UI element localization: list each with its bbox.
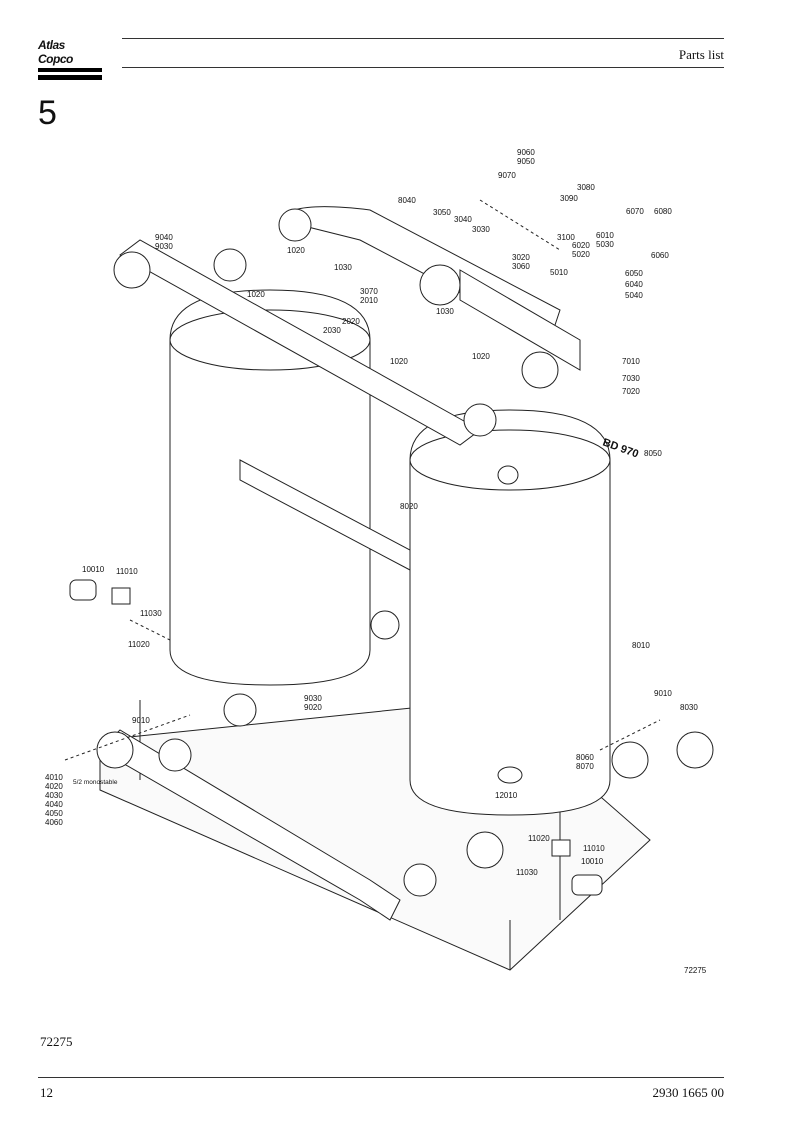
callout-8040: 8040 (398, 196, 416, 205)
callout-3030: 3030 (472, 225, 490, 234)
solenoid-left (111, 587, 131, 605)
callout-1030a: 1030 (334, 263, 352, 272)
bottom-pipe-left (99, 729, 401, 921)
callout-6080: 6080 (654, 207, 672, 216)
callout-9010a: 9010 (654, 689, 672, 698)
callout-11030b: 11030 (516, 868, 538, 877)
footer-rule (38, 1077, 724, 1078)
logo-text: Atlas Copco (38, 38, 73, 66)
silencer-left (69, 579, 97, 601)
callout-8010: 8010 (632, 641, 650, 650)
mode-note: 5/2 monostable (73, 779, 118, 786)
callout-11020a: 11020 (128, 640, 150, 649)
right-vessel (409, 409, 611, 816)
callout-1020a: 1020 (287, 246, 305, 255)
callout-3050: 3050 (433, 208, 451, 217)
callout-1020b: 1020 (247, 290, 265, 299)
drawing-number: 72275 (684, 966, 707, 975)
callout-1030b: 1030 (436, 307, 454, 316)
callout-9070: 9070 (498, 171, 516, 180)
section-number: 5 (38, 94, 57, 132)
callout-3100: 3100 (557, 233, 575, 242)
document-number: 2930 1665 00 (652, 1085, 725, 1100)
figure-reference: 72275 (40, 1034, 73, 1049)
callout-9010b: 9010 (132, 716, 150, 725)
logo-bar (38, 68, 102, 72)
callout-10010b: 10010 (581, 857, 604, 866)
callout-11020b: 11020 (528, 834, 550, 843)
support-bar (239, 459, 411, 571)
header-rule-bottom (122, 67, 724, 68)
callout-11010b: 11010 (583, 844, 605, 853)
callout-1020d: 1020 (472, 352, 490, 361)
header-rule-top (122, 38, 724, 39)
callout-2020: 2020 (342, 317, 360, 326)
callout-3080: 3080 (577, 183, 595, 192)
callout-8050: 8050 (644, 449, 662, 458)
callout-8030: 8030 (680, 703, 698, 712)
callout-6060: 6060 (651, 251, 669, 260)
callout-5010: 5010 (550, 268, 568, 277)
page-title: Parts list (678, 47, 724, 62)
callout-1020c: 1020 (390, 357, 408, 366)
logo-bar-lower (38, 75, 102, 80)
atlas-copco-logo: Atlas Copco (38, 38, 102, 80)
callout-6070: 6070 (626, 207, 644, 216)
solenoid-right (551, 839, 571, 857)
top-pipe-right (459, 269, 581, 371)
callout-3090: 3090 (560, 194, 578, 203)
callout-7010: 7010 (622, 357, 640, 366)
callout-3040: 3040 (454, 215, 472, 224)
diagram-lines (64, 199, 714, 971)
callout-12010: 12010 (495, 791, 518, 800)
silencer-right (571, 874, 603, 896)
callout-10010a: 10010 (82, 565, 105, 574)
callout-2030: 2030 (323, 326, 341, 335)
callout-7030: 7030 (622, 374, 640, 383)
callout-11030a: 11030 (140, 609, 162, 618)
callout-11010a: 11010 (116, 567, 138, 576)
page-number: 12 (40, 1085, 53, 1100)
callout-8020: 8020 (400, 502, 418, 511)
callout-7020: 7020 (622, 387, 640, 396)
